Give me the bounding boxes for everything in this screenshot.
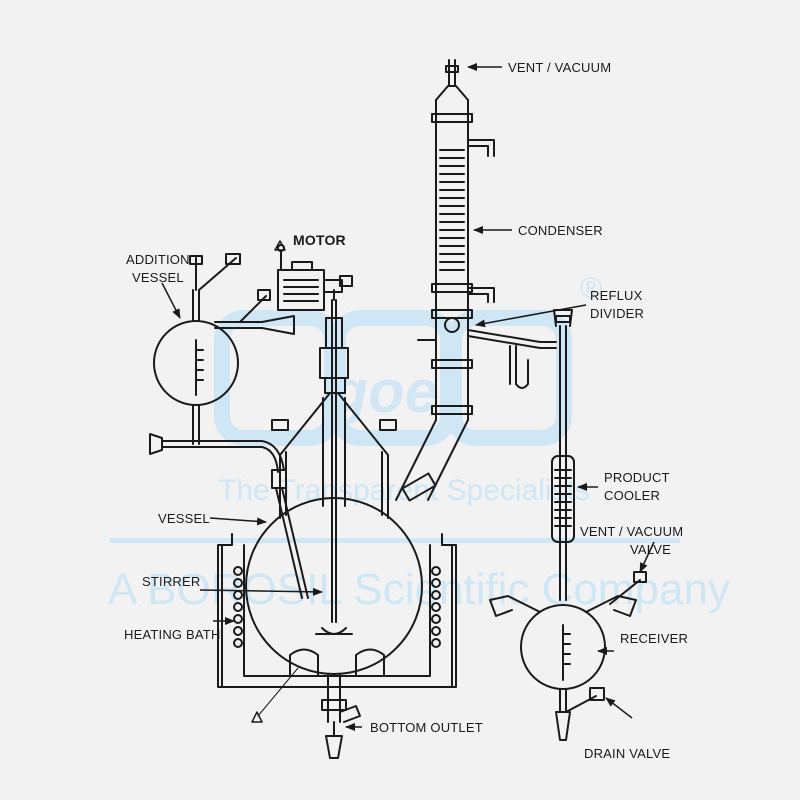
label-reflux-divider-line2: DIVIDER [590, 306, 644, 321]
label-product-cooler-line1: PRODUCT [604, 470, 670, 485]
main-vessel [245, 377, 423, 759]
label-drain-valve: DRAIN VALVE [584, 746, 670, 761]
label-vent-vacuum-valve-line2: VALVE [630, 542, 671, 557]
label-addition-vessel-line1: ADDITION [126, 252, 190, 267]
labels: VENT / VACUUM CONDENSER REFLUX DIVIDER A… [124, 60, 688, 761]
label-addition-vessel-line2: VESSEL [132, 270, 184, 285]
heating-coil-right [431, 566, 441, 648]
label-vent-vacuum: VENT / VACUUM [508, 60, 611, 75]
receiver [489, 571, 647, 741]
label-heating-bath: HEATING BATH [124, 627, 221, 642]
registered-mark: ® [580, 272, 602, 305]
product-cooler [551, 309, 575, 601]
label-receiver: RECEIVER [620, 631, 688, 646]
addition-vessel [149, 253, 309, 599]
stirrer [315, 289, 353, 635]
label-vessel: VESSEL [158, 511, 210, 526]
condenser-column [395, 59, 557, 502]
condenser-coil [439, 149, 465, 271]
leader-arrows [161, 63, 655, 731]
motor [277, 244, 353, 311]
warning-icon [251, 711, 263, 723]
label-product-cooler-line2: COOLER [604, 488, 660, 503]
label-condenser: CONDENSER [518, 223, 603, 238]
label-motor: MOTOR [293, 232, 346, 248]
label-bottom-outlet: BOTTOM OUTLET [370, 720, 483, 735]
label-vent-vacuum-valve-line1: VENT / VACUUM [580, 524, 683, 539]
label-reflux-divider-line1: REFLUX [590, 288, 643, 303]
watermark-band [110, 538, 680, 543]
label-stirrer: STIRRER [142, 574, 200, 589]
apparatus [149, 59, 647, 759]
warning-icon-small [274, 240, 286, 251]
